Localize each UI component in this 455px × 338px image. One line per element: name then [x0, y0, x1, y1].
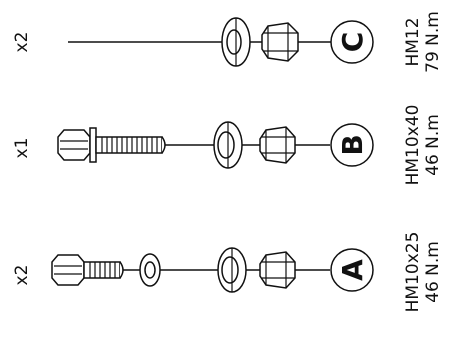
row-a-size: HM10x25: [403, 232, 423, 313]
row-b-washer: [213, 121, 243, 169]
row-c-letter-circle: [330, 20, 374, 64]
row-b-torque: 46 N.m: [423, 114, 443, 176]
row-a-quantity: x2: [12, 265, 32, 286]
row-b-size: HM10x40: [403, 105, 423, 186]
row-b-letter: B: [336, 134, 369, 155]
row-c-hex-nut: [261, 22, 299, 62]
row-b: x1: [12, 105, 443, 186]
row-c-washer: [221, 17, 251, 67]
row-c-quantity: x2: [12, 32, 32, 53]
row-c-size: HM12: [403, 17, 423, 66]
row-a-torque: 46 N.m: [423, 241, 443, 303]
row-b-hex-nut: [259, 126, 296, 164]
row-c-letter: C: [336, 32, 369, 53]
row-a-letter: A: [336, 259, 369, 281]
row-a-washer-2: [217, 247, 247, 293]
row-c: x2 C HM12 79 N.m: [12, 11, 443, 73]
row-a-letter-circle: [330, 248, 374, 292]
row-a-hex-nut: [259, 251, 296, 289]
row-b-letter-circle: [330, 123, 374, 167]
row-c-torque: 79 N.m: [423, 11, 443, 73]
row-b-quantity: x1: [12, 138, 32, 159]
row-a-washer-1: [139, 253, 161, 287]
row-b-bolt: [57, 127, 166, 163]
row-a: x2: [12, 232, 443, 313]
row-a-bolt: [51, 254, 124, 286]
